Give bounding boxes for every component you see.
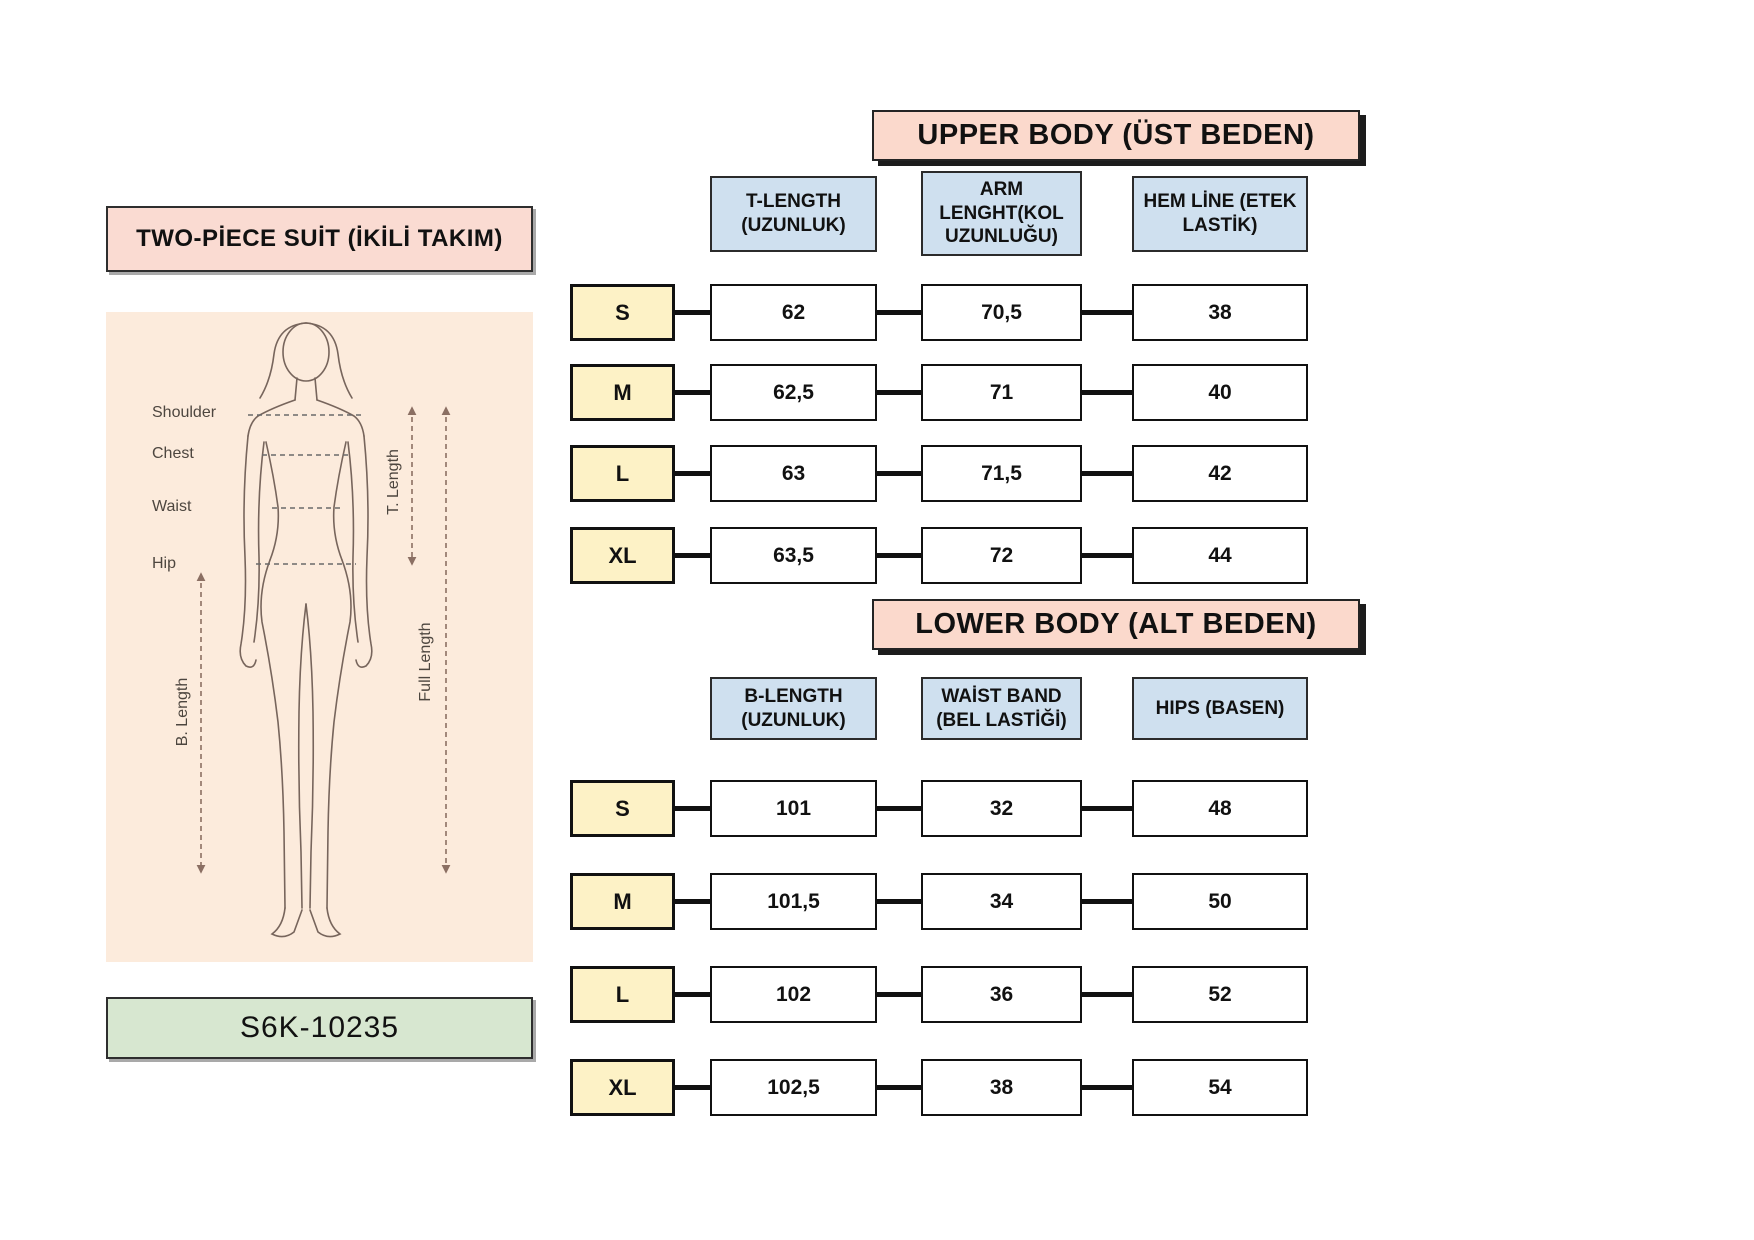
lower-col-header-b-length: B-LENGTH (UZUNLUK) xyxy=(710,677,877,740)
figure-label-b-length: B. Length xyxy=(174,677,191,747)
upper-size-s: S xyxy=(570,284,675,341)
connector-line xyxy=(870,992,930,997)
connector-line xyxy=(870,1085,930,1090)
body-figure-illustration xyxy=(196,322,451,938)
upper-cell-m-hem-line: 40 xyxy=(1132,364,1308,421)
connector-line xyxy=(870,553,930,558)
lower-cell-xl-b-length: 102,5 xyxy=(710,1059,877,1116)
upper-cell-xl-hem-line: 44 xyxy=(1132,527,1308,584)
figure-label-full-length: Full Length xyxy=(417,622,434,702)
lower-cell-s-waist-band: 32 xyxy=(921,780,1082,837)
connector-line xyxy=(660,1085,720,1090)
connector-line xyxy=(660,390,720,395)
lower-cell-s-hips: 48 xyxy=(1132,780,1308,837)
figure-label-t-length: T. Length xyxy=(385,449,402,515)
figure-label-shoulder: Shoulder xyxy=(152,404,217,421)
connector-line xyxy=(870,899,930,904)
lower-cell-m-b-length: 101,5 xyxy=(710,873,877,930)
product-title: TWO-PİECE SUİT (İKİLİ TAKIM) xyxy=(106,206,533,272)
upper-cell-l-arm-length: 71,5 xyxy=(921,445,1082,502)
connector-line xyxy=(660,471,720,476)
connector-line xyxy=(1075,992,1141,997)
figure-label-waist: Waist xyxy=(152,498,192,515)
upper-body-section-header: UPPER BODY (ÜST BEDEN) xyxy=(872,110,1360,161)
lower-cell-l-waist-band: 36 xyxy=(921,966,1082,1023)
lower-col-header-waist-band: WAİST BAND (BEL LASTİĞİ) xyxy=(921,677,1082,740)
product-code: S6K-10235 xyxy=(106,997,533,1059)
connector-line xyxy=(660,992,720,997)
connector-line xyxy=(870,390,930,395)
body-measurement-diagram: Shoulder Chest Waist Hip T. Length Full … xyxy=(106,312,533,962)
upper-cell-s-hem-line: 38 xyxy=(1132,284,1308,341)
connector-line xyxy=(870,310,930,315)
upper-cell-s-arm-length: 70,5 xyxy=(921,284,1082,341)
lower-cell-xl-waist-band: 38 xyxy=(921,1059,1082,1116)
lower-size-m: M xyxy=(570,873,675,930)
upper-cell-l-t-length: 63 xyxy=(710,445,877,502)
lower-cell-xl-hips: 54 xyxy=(1132,1059,1308,1116)
lower-cell-l-b-length: 102 xyxy=(710,966,877,1023)
connector-line xyxy=(660,899,720,904)
lower-size-s: S xyxy=(570,780,675,837)
upper-size-xl: XL xyxy=(570,527,675,584)
lower-col-header-hips: HIPS (BASEN) xyxy=(1132,677,1308,740)
lower-size-xl: XL xyxy=(570,1059,675,1116)
connector-line xyxy=(1075,1085,1141,1090)
figure-label-hip: Hip xyxy=(152,555,177,572)
upper-cell-m-t-length: 62,5 xyxy=(710,364,877,421)
upper-col-header-t-length: T-LENGTH (UZUNLUK) xyxy=(710,176,877,252)
upper-col-header-hem-line: HEM LİNE (ETEK LASTİK) xyxy=(1132,176,1308,252)
upper-size-l: L xyxy=(570,445,675,502)
connector-line xyxy=(660,310,720,315)
upper-cell-l-hem-line: 42 xyxy=(1132,445,1308,502)
lower-cell-l-hips: 52 xyxy=(1132,966,1308,1023)
upper-size-m: M xyxy=(570,364,675,421)
connector-line xyxy=(1075,471,1141,476)
upper-col-header-arm-length: ARM LENGHT(KOL UZUNLUĞU) xyxy=(921,171,1082,256)
upper-cell-xl-arm-length: 72 xyxy=(921,527,1082,584)
lower-cell-m-waist-band: 34 xyxy=(921,873,1082,930)
connector-line xyxy=(870,471,930,476)
connector-line xyxy=(870,806,930,811)
connector-line xyxy=(1075,806,1141,811)
connector-line xyxy=(660,553,720,558)
connector-line xyxy=(660,806,720,811)
connector-line xyxy=(1075,553,1141,558)
lower-cell-m-hips: 50 xyxy=(1132,873,1308,930)
upper-cell-s-t-length: 62 xyxy=(710,284,877,341)
upper-cell-m-arm-length: 71 xyxy=(921,364,1082,421)
lower-size-l: L xyxy=(570,966,675,1023)
upper-cell-xl-t-length: 63,5 xyxy=(710,527,877,584)
figure-label-chest: Chest xyxy=(152,445,194,462)
connector-line xyxy=(1075,390,1141,395)
lower-body-section-header: LOWER BODY (ALT BEDEN) xyxy=(872,599,1360,650)
lower-cell-s-b-length: 101 xyxy=(710,780,877,837)
connector-line xyxy=(1075,310,1141,315)
connector-line xyxy=(1075,899,1141,904)
